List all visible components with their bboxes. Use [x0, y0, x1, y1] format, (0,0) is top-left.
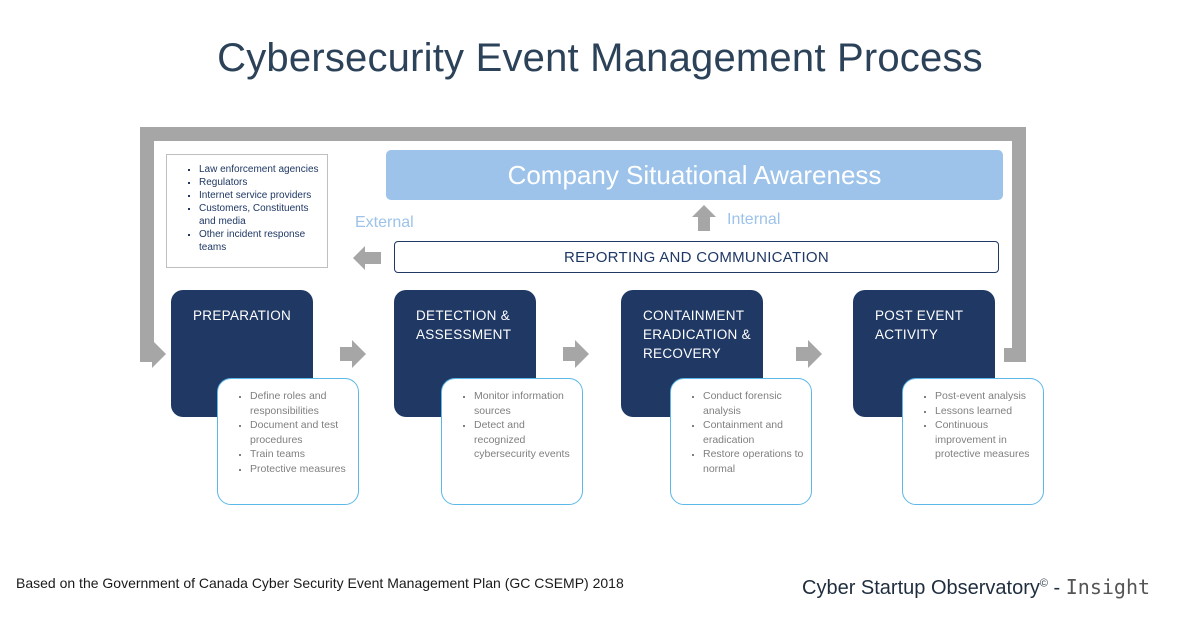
- phase-name-line: ERADICATION &: [643, 327, 751, 342]
- phase-detail-item: Lessons learned: [935, 404, 1037, 419]
- phase-detail-item: Define roles and responsibilities: [250, 389, 352, 418]
- feedback-loop-left: [140, 127, 154, 362]
- phase-details-list: Post-event analysisLessons learnedContin…: [913, 389, 1037, 462]
- phase-detail-item: Train teams: [250, 447, 352, 462]
- situational-awareness-bar: Company Situational Awareness: [386, 150, 1003, 200]
- external-parties-list: Law enforcement agenciesRegulatorsIntern…: [177, 163, 323, 254]
- phase-detection-details: Monitor information sourcesDetect and re…: [441, 378, 583, 505]
- external-party-item: Regulators: [199, 176, 323, 189]
- external-party-item: Other incident response teams: [199, 228, 323, 254]
- internal-label: Internal: [727, 211, 781, 228]
- phase-name-line: ASSESSMENT: [416, 327, 512, 342]
- phase-details-list: Conduct forensic analysisContainment and…: [681, 389, 805, 476]
- reporting-communication-bar: REPORTING AND COMMUNICATION: [394, 241, 999, 273]
- loop-entry-arrow-icon: [140, 340, 166, 368]
- phase-details-list: Define roles and responsibilitiesDocumen…: [228, 389, 352, 476]
- right-arrow-icon: [796, 340, 822, 368]
- phase-post-event-details: Post-event analysisLessons learnedContin…: [902, 378, 1044, 505]
- right-arrow-icon: [563, 340, 589, 368]
- external-party-item: Law enforcement agencies: [199, 163, 323, 176]
- brand-copyright-mark: ©: [1039, 577, 1048, 590]
- phase-details-list: Monitor information sourcesDetect and re…: [452, 389, 576, 462]
- phase-detail-item: Document and test procedures: [250, 418, 352, 447]
- phase-detail-item: Detect and recognized cybersecurity even…: [474, 418, 576, 462]
- up-arrow-icon: [692, 205, 716, 231]
- phase-detail-item: Protective measures: [250, 462, 352, 477]
- phase-name: PREPARATION: [193, 306, 303, 325]
- phase-name-line: RECOVERY: [643, 346, 721, 361]
- phase-detail-item: Continuous improvement in protective mea…: [935, 418, 1037, 462]
- brand-tag: Insight: [1065, 575, 1151, 599]
- phase-detail-item: Post-event analysis: [935, 389, 1037, 404]
- phase-name: CONTAINMENT ERADICATION & RECOVERY: [643, 306, 753, 363]
- external-label: External: [355, 214, 414, 231]
- phase-name: DETECTION & ASSESSMENT: [416, 306, 526, 344]
- phase-name-line: DETECTION &: [416, 308, 511, 323]
- brand-name: Cyber Startup Observatory: [802, 577, 1040, 599]
- brand-signature: Cyber Startup Observatory© - Insight: [802, 575, 1150, 600]
- feedback-loop-top: [140, 127, 1026, 141]
- source-note: Based on the Government of Canada Cyber …: [16, 575, 624, 591]
- phase-name-line: PREPARATION: [193, 308, 292, 323]
- phase-name-line: CONTAINMENT: [643, 308, 745, 323]
- phase-name: POST EVENT ACTIVITY: [875, 306, 985, 344]
- left-arrow-icon: [353, 246, 381, 270]
- phase-name-line: ACTIVITY: [875, 327, 939, 342]
- page-title: Cybersecurity Event Management Process: [217, 36, 983, 80]
- external-parties-box: Law enforcement agenciesRegulatorsIntern…: [166, 154, 328, 268]
- feedback-loop-foot: [1004, 348, 1026, 362]
- phase-name-line: POST EVENT: [875, 308, 964, 323]
- external-party-item: Internet service providers: [199, 189, 323, 202]
- phase-detail-item: Containment and eradication: [703, 418, 805, 447]
- feedback-loop-right: [1012, 127, 1026, 362]
- phase-detail-item: Restore operations to normal: [703, 447, 805, 476]
- phase-preparation-details: Define roles and responsibilitiesDocumen…: [217, 378, 359, 505]
- phase-detail-item: Conduct forensic analysis: [703, 389, 805, 418]
- phase-containment-details: Conduct forensic analysisContainment and…: [670, 378, 812, 505]
- right-arrow-icon: [340, 340, 366, 368]
- external-party-item: Customers, Constituents and media: [199, 202, 323, 228]
- phase-detail-item: Monitor information sources: [474, 389, 576, 418]
- brand-separator: -: [1047, 577, 1066, 599]
